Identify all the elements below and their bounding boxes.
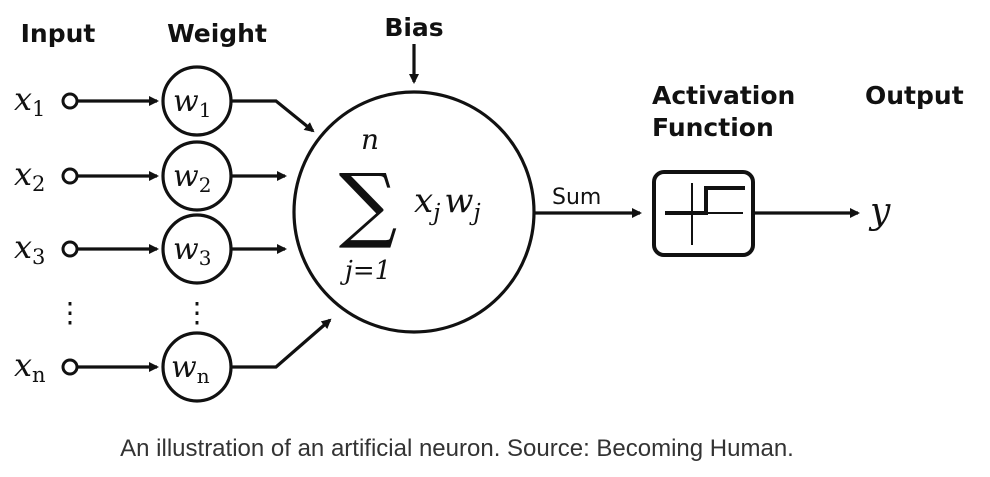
input-node-2: [61, 167, 79, 185]
input-node-1: [61, 92, 79, 110]
weight-label-1: w1: [173, 84, 211, 122]
input-row-3: x3 w3: [14, 213, 287, 285]
sigma-lower-limit: j=1: [340, 256, 391, 286]
bias-header: Bias: [384, 13, 443, 42]
weight-arrow-1: [231, 99, 315, 133]
weight-label-3: w3: [173, 232, 211, 270]
activation-header-line1: Activation: [652, 81, 795, 110]
input-node-n: [61, 358, 79, 376]
input-ellipsis: ⋮: [56, 296, 84, 329]
activation-header-line2: Function: [652, 113, 774, 142]
input-label-1: x1: [14, 80, 45, 121]
input-label-n: xn: [14, 346, 46, 387]
figure-caption: An illustration of an artificial neuron.…: [120, 435, 794, 462]
activation-function-box: [652, 170, 755, 257]
sigma-symbol: ∑: [339, 157, 398, 252]
weight-label-n: wn: [171, 350, 210, 388]
input-row-2: x2 w2: [14, 140, 287, 212]
output-header: Output: [865, 81, 964, 110]
sum-label: Sum: [552, 185, 601, 210]
sigma-upper-limit: n: [361, 123, 379, 156]
input-row-1: x1 w1: [14, 65, 315, 137]
input-row-n: xn wn: [14, 318, 332, 403]
weight-arrow-n: [231, 318, 332, 369]
output-label: y: [868, 191, 891, 232]
weight-header: Weight: [167, 19, 267, 48]
input-node-3: [61, 240, 79, 258]
weight-label-2: w2: [173, 159, 211, 197]
input-label-2: x2: [14, 155, 45, 196]
input-label-3: x3: [14, 228, 45, 269]
weight-ellipsis: ⋮: [183, 296, 211, 329]
step-function-curve: [665, 186, 745, 215]
input-header: Input: [21, 19, 96, 48]
